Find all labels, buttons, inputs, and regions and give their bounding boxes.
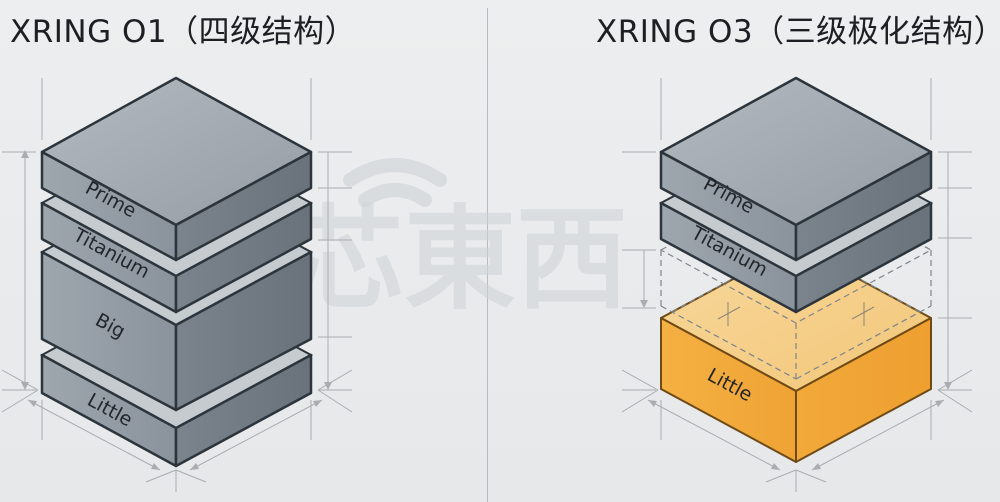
crosshair-marks <box>717 302 875 326</box>
arrowheads <box>21 150 332 470</box>
title-xring-o3: XRING O3（三级极化结构） <box>596 14 1000 50</box>
diagram-xring-o3: Little Titanium <box>621 76 973 492</box>
layer-prime: Prime <box>40 76 313 262</box>
title-xring-o1: XRING O1（四级结构） <box>10 14 357 50</box>
wifi-signal-icon <box>343 158 447 207</box>
watermark-text: 芯東西 <box>292 195 628 325</box>
arrowheads <box>640 300 952 470</box>
layer-prime: Prime <box>659 76 933 262</box>
dimension-lines <box>621 78 973 492</box>
diagram-xring-o1: Little Big Titanium Prime <box>1 76 353 492</box>
center-divider <box>487 8 488 502</box>
watermark: 芯東西 <box>292 158 628 325</box>
dimension-lines <box>1 78 353 492</box>
